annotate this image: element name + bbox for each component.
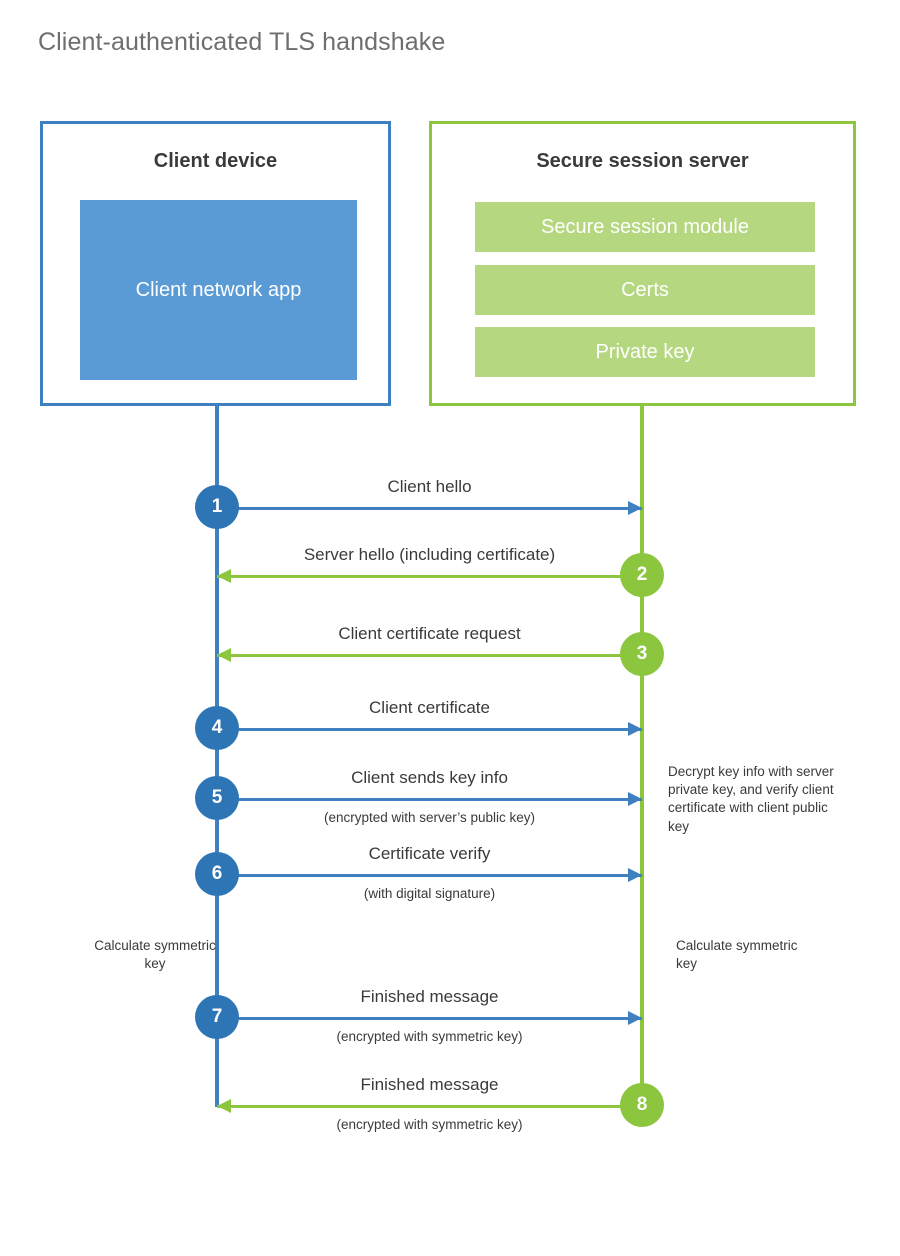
message-4-line bbox=[217, 728, 642, 731]
client-lifeline bbox=[215, 405, 219, 1107]
step-circle-2[interactable]: 2 bbox=[620, 553, 664, 597]
message-5-line bbox=[217, 798, 642, 801]
message-6-line bbox=[217, 874, 642, 877]
message-1-line bbox=[217, 507, 642, 510]
message-5-arrowhead-right bbox=[628, 792, 642, 806]
message-7-arrowhead-right bbox=[628, 1011, 642, 1025]
client-calculate-symmetric-key-annotation: Calculate symmetric key bbox=[94, 938, 216, 972]
message-3-arrowhead-left bbox=[217, 648, 231, 662]
message-8-line bbox=[217, 1105, 642, 1108]
server-lifeline bbox=[640, 405, 644, 1107]
message-6-label: Certificate verify bbox=[368, 844, 491, 863]
secure-session-server-title: Secure session server bbox=[536, 150, 749, 172]
message-3-line bbox=[217, 654, 642, 657]
message-6-arrowhead-right bbox=[628, 868, 642, 882]
step-circle-5[interactable]: 5 bbox=[195, 776, 239, 820]
step-circle-4[interactable]: 4 bbox=[195, 706, 239, 750]
step-circle-3[interactable]: 3 bbox=[620, 632, 664, 676]
step-circle-8[interactable]: 8 bbox=[620, 1083, 664, 1127]
step-circle-7[interactable]: 7 bbox=[195, 995, 239, 1039]
step-circle-1[interactable]: 1 bbox=[195, 485, 239, 529]
server-block-private-key: Private key bbox=[475, 327, 815, 377]
client-device-title: Client device bbox=[153, 150, 278, 172]
message-2-arrowhead-left bbox=[217, 569, 231, 583]
message-7-label: Finished message bbox=[360, 987, 499, 1006]
message-2-line bbox=[217, 575, 642, 578]
message-7-line bbox=[217, 1017, 642, 1020]
message-4-label: Client certificate bbox=[369, 698, 490, 717]
step-circle-6[interactable]: 6 bbox=[195, 852, 239, 896]
page-title: Client-authenticated TLS handshake bbox=[38, 28, 446, 56]
message-5-sublabel: (encrypted with server’s public key) bbox=[323, 810, 536, 825]
message-3-label: Client certificate request bbox=[338, 624, 521, 643]
message-6-sublabel: (with digital signature) bbox=[363, 886, 496, 901]
message-1-arrowhead-right bbox=[628, 501, 642, 515]
message-4-arrowhead-right bbox=[628, 722, 642, 736]
message-5-label: Client sends key info bbox=[351, 768, 508, 787]
server-calculate-symmetric-key-annotation: Calculate symmetric key bbox=[676, 938, 798, 972]
message-2-label: Server hello (including certificate) bbox=[303, 545, 556, 564]
client-network-app-label: Client network app bbox=[135, 278, 302, 301]
server-block-secure-session-module: Secure session module bbox=[475, 202, 815, 252]
server-decrypt-annotation: Decrypt key info with server private key… bbox=[668, 764, 834, 834]
message-8-label: Finished message bbox=[360, 1075, 499, 1094]
client-network-app-block: Client network app bbox=[80, 200, 357, 380]
client-device-box: Client device Client network app bbox=[40, 121, 391, 406]
server-block-certs: Certs bbox=[475, 265, 815, 315]
message-1-label: Client hello bbox=[387, 477, 472, 496]
secure-session-server-box: Secure session server Secure session mod… bbox=[429, 121, 856, 406]
message-8-arrowhead-left bbox=[217, 1099, 231, 1113]
message-7-sublabel: (encrypted with symmetric key) bbox=[336, 1029, 523, 1044]
message-8-sublabel: (encrypted with symmetric key) bbox=[336, 1117, 523, 1132]
